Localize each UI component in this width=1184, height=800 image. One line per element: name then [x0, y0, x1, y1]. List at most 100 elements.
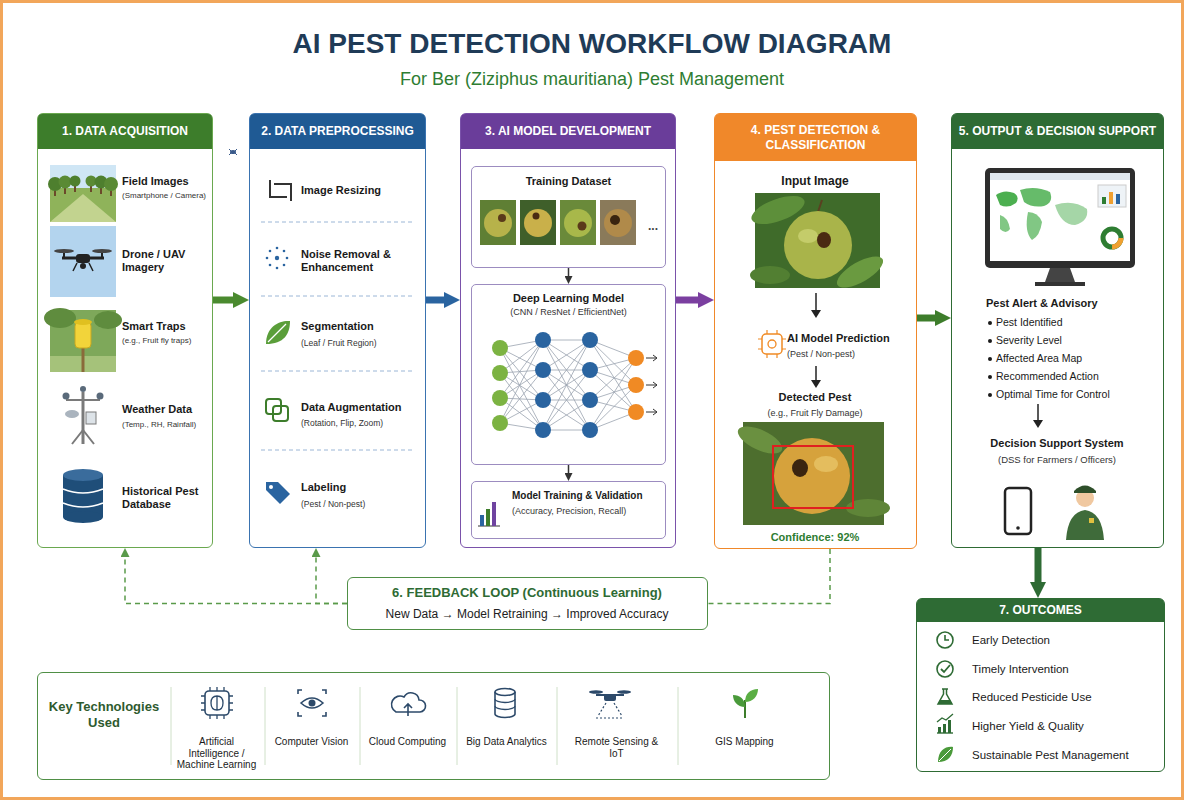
field-photo [48, 165, 118, 222]
detected-photo [814, 456, 838, 472]
box-title: Deep Learning Model [472, 292, 665, 305]
box-title: Training Dataset [472, 175, 665, 188]
weather-station-icon [63, 393, 70, 400]
drone-photo [73, 263, 93, 271]
training-images [533, 213, 540, 220]
technology-icon [604, 694, 616, 701]
item-title: Input Image [715, 174, 915, 188]
bullet-item: Severity Level [986, 334, 1158, 347]
box-title: 6. FEEDBACK LOOP (Continuous Learning) [348, 585, 706, 601]
flow-arrow [125, 557, 347, 604]
drone-photo [76, 254, 90, 263]
item-title: Drone / UAV Imagery [122, 248, 210, 274]
item-note: (e.g., Fruit Fly Damage) [715, 408, 915, 419]
outcome-icon [938, 689, 952, 704]
outcome-icon [938, 700, 952, 704]
flow-arrow [1035, 548, 1042, 582]
panel-header: 4. PEST DETECTION & CLASSIFICATION [715, 114, 916, 161]
technology-panel: Key Technologies UsedArtificial Intellig… [37, 672, 830, 780]
input-photo [798, 229, 818, 243]
item-title: Data Augmentation [301, 401, 419, 414]
item-note: (Rotation, Flip, Zoom) [301, 418, 419, 428]
training-images [560, 200, 596, 245]
technology-name: GIS Mapping [702, 736, 788, 748]
training-images [564, 209, 592, 237]
bullet-item: Optimal Time for Control [986, 388, 1158, 401]
input-photo [817, 232, 831, 248]
outcome-icon [937, 632, 953, 648]
model-step-box: Model Training & Validation(Accuracy, Pr… [471, 481, 666, 539]
technology-icon [211, 696, 223, 710]
neural-network [492, 332, 657, 438]
outcome-icon [938, 747, 953, 762]
training-images [578, 222, 587, 231]
noise-icon [269, 264, 272, 267]
bar-chart-icon [486, 509, 490, 526]
augmentation-icon [266, 399, 288, 421]
outcome-icon [945, 635, 949, 640]
smart-trap-photo [44, 308, 122, 372]
item-note: (Temp., RH, Rainfall) [122, 420, 210, 430]
smart-trap-photo [74, 319, 92, 325]
noise-icon [286, 257, 289, 260]
subtitle: For Ber (Ziziphus mauritiana) Pest Manag… [0, 69, 1184, 91]
phone-icon [1016, 526, 1020, 530]
neural-network [535, 362, 551, 378]
flow-arrow [568, 465, 570, 473]
model-step-box: Training Dataset... [471, 166, 666, 268]
monitor-dashboard [990, 173, 1130, 180]
item-title: Field Images [122, 175, 210, 188]
item-note: (Leaf / Fruit Region) [301, 338, 419, 348]
input-photo [784, 211, 852, 279]
neural-network [628, 377, 644, 393]
item-title: Labeling [301, 481, 419, 494]
item-title: AI Model Prediction [787, 332, 913, 345]
phone-icon [1005, 488, 1031, 534]
leaf-icon [266, 321, 290, 344]
field-photo [50, 188, 116, 222]
neural-network [492, 390, 508, 406]
item-title: Weather Data [122, 403, 210, 416]
technology-icon [205, 691, 229, 715]
monitor-dashboard [1000, 215, 1010, 232]
outcome-icon [937, 714, 953, 722]
field-photo [70, 176, 81, 187]
flow-arrow [316, 557, 347, 604]
monitor-dashboard [985, 168, 1135, 268]
technology-name: Cloud Computing [365, 736, 451, 748]
technology-icon [495, 689, 515, 696]
technology-icon [596, 703, 624, 718]
noise-icon [275, 256, 279, 260]
drone-photo [54, 249, 74, 253]
technology-name: Computer Vision [269, 736, 355, 748]
monitor-dashboard [1102, 197, 1106, 204]
flow-arrow-small [811, 310, 821, 318]
flow-arrow [708, 549, 830, 604]
training-images [604, 209, 632, 237]
monitor-dashboard [1109, 192, 1113, 204]
item-note: (Smartphone / Camera) [122, 191, 210, 201]
item-note: (e.g., Fruit fly traps) [122, 336, 210, 346]
weather-station-icon [63, 386, 104, 444]
neural-network [582, 392, 598, 408]
officer-icon [1066, 510, 1104, 540]
database-icon [63, 475, 103, 517]
box-note: (CNN / ResNet / EfficientNet) [472, 307, 665, 318]
monitor-dashboard [990, 173, 1130, 261]
box-note: New Data → Model Retraining → Improved A… [348, 607, 706, 621]
database-icon [63, 489, 103, 507]
neural-network [628, 404, 644, 420]
monitor-dashboard [1098, 185, 1126, 207]
neural-network [535, 332, 551, 348]
panel-header: 3. AI MODEL DEVELOPMENT [461, 114, 675, 149]
stage-panel: 5. OUTPUT & DECISION SUPPORTPest Alert &… [951, 113, 1164, 548]
ellipsis-mark: ... [644, 219, 662, 233]
monitor-dashboard [1035, 282, 1085, 286]
bug-glyph [230, 150, 236, 154]
neural-network [582, 332, 598, 348]
training-images [520, 200, 556, 245]
flow-arrow [676, 297, 698, 304]
ai-chip-icon [768, 340, 776, 348]
monitor-dashboard [1103, 229, 1121, 247]
